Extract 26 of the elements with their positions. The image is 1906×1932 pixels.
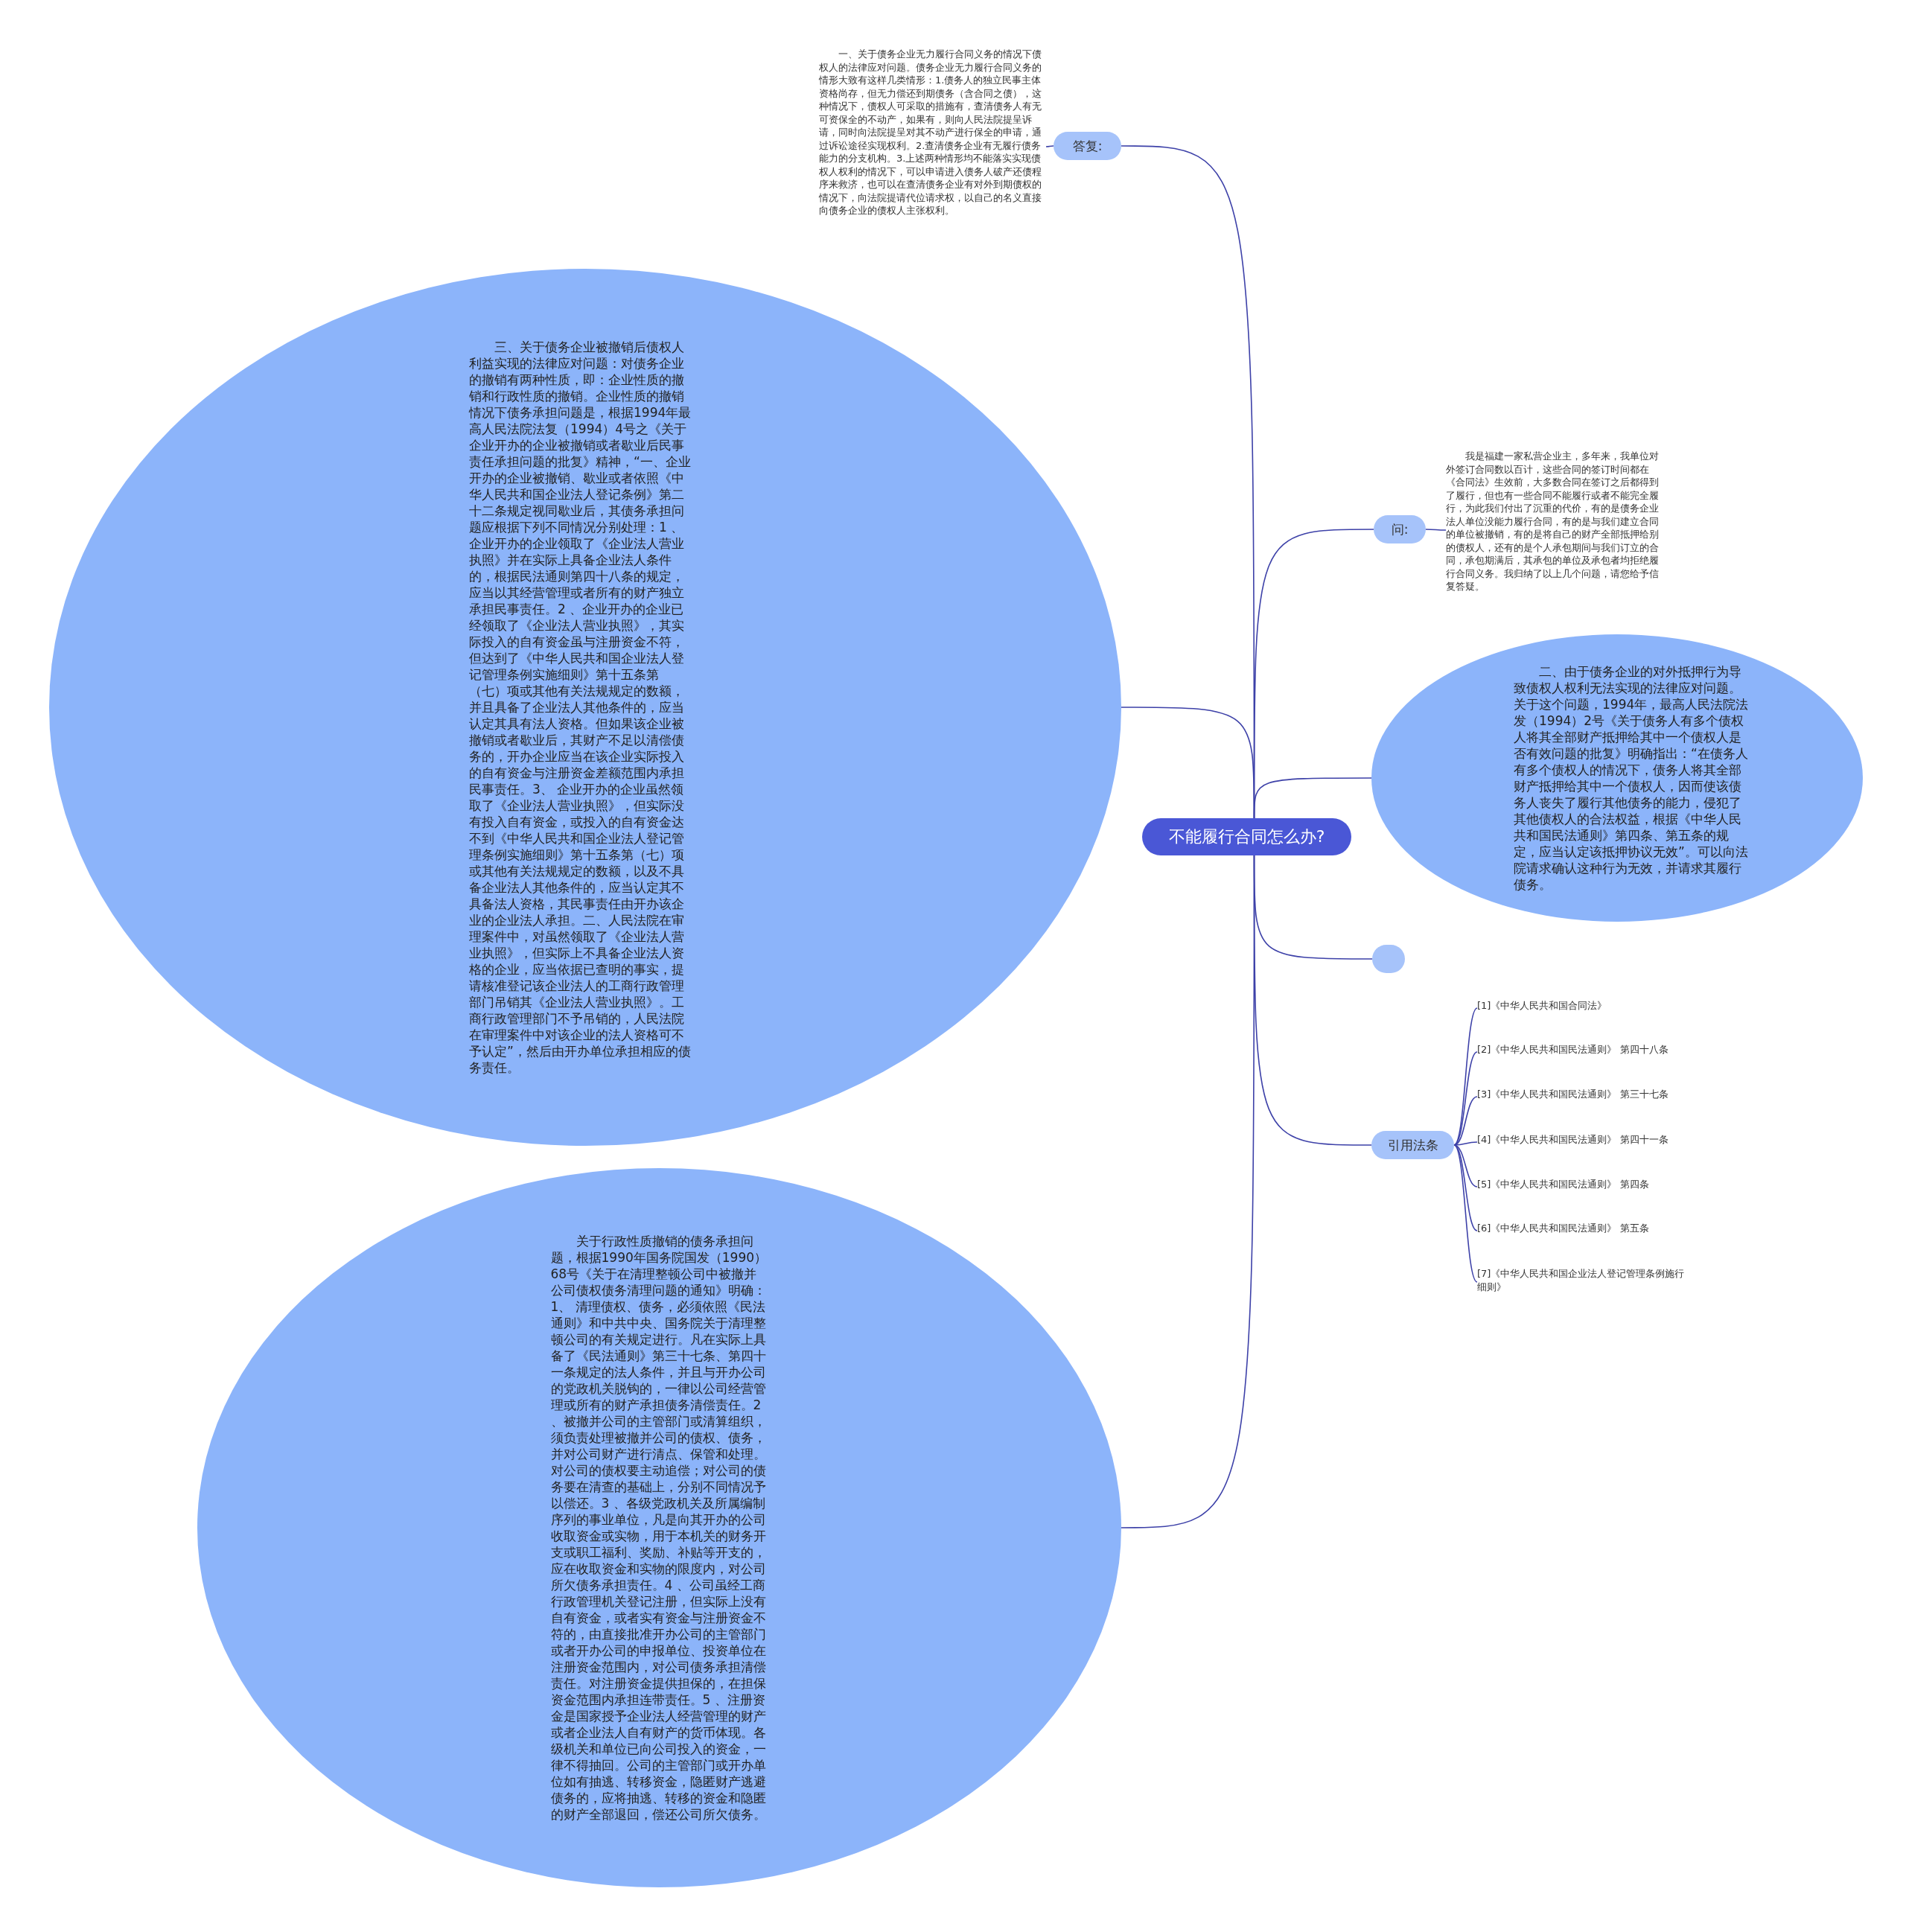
connector-line <box>1253 855 1372 1146</box>
topic-text: 二、由于债务企业的对外抵押行为导致债权人权利无法实现的法律应对问题。关于这个问题，1994年，最高人民法院法发（1994）2号《关于债务人有多个债权人将其全部财产抵押给其中一个债权人是否有效问题的批复》明确指出：“在债务人有多个债权人的情况下，债务人将其全部财产抵押给其中一个债权人，因而使该债务人丧失了履行其他债务的能力，侵犯了其他债权人的合法权益，根据《中华人民共和国民法通则》第四条、第五条的规定，应当认定该抵押协议无效”。可以向法院请求确认这种行为无效，并请求其履行债务。 <box>1514 663 1750 893</box>
connector-line <box>1425 529 1447 531</box>
empty-topic-pill <box>1372 945 1405 973</box>
topic-text: 关于行政性质撤销的债务承担问题，根据1990年国务院国发（1990）68号《关于在清理整顿公司中被撤并公司债权债务清理问题的通知》明确：1、 清理债权、债务，必须依照《民法通则》和中共中央、国务院关于清理整顿公司的有关规定进行。凡在实际上具备了《民法通则》第三十七条、第四十一条规定的法人条件，并且与开办公司的党政机关脱钩的，一律以公司经营管理或所有的财产承担债务清偿责任。2 、被撤并公司的主管部门或清算组织，须负责处理被撤并公司的债权、债务，并对公司财产进行清点、保管和处理。对公司的债权要主动追偿；对公司的债务要在清查的基础上，分别不同情况予以偿还。3 、各级党政机关及所属编制序列的事业单位，凡是向其开办的公司收取资金或实物，用于本机关的财务开支或职工福利、奖励、补贴等开支的，应在收取资金和实物的限度内，对公司所欠债务承担责任。4 、公司虽经工商行政管理机关登记注册，但实际上没有自有资金，或者实有资金与注册资金不符的，由直接批准开办公司的主管部门或者开办公司的申报单位、投资单位在注册资金范围内，对公司债务承担清偿责任。对注册资金提供担保的，在担保资金范围内承担连带责任。5 、注册资金是国家授予企业法人经营管理的财产或者企业法人自有财产的货币体现。各级机关和单位已向公司投入的资金，一律不得抽回。公司的主管部门或开办单位如有抽逃、转移资金，隐匿财产逃避债务的，应将抽逃、转移的资金和隐匿的财产全部退回，偿还公司所欠债务。 <box>550 1233 768 1823</box>
connector-line <box>1453 1144 1478 1187</box>
central-topic: 不能履行合同怎么办? <box>1142 818 1351 855</box>
connector-line <box>1453 1051 1478 1146</box>
connector-line <box>1045 145 1054 147</box>
note-text: [3]《中华人民共和国民法通则》 第三十七条 <box>1477 1088 1693 1106</box>
note-text: [4]《中华人民共和国民法通则》 第四十一条 <box>1477 1133 1693 1151</box>
topic-text: 三、关于债务企业被撤销后债权人利益实现的法律应对问题：对债务企业的撤销有两种性质，即：企业性质的撤销和行政性质的撤销。企业性质的撤销情况下债务承担问题是，根据1994年最高人民法院法复（1994）4号之《关于企业开办的企业被撤销或者歇业后民事责任承担问题的批复》精神，“一、企业开办的企业被撤销、歇业或者依照《中华人民共和国企业法人登记条例》第二十二条规定视同歇业后，其债务承担问题应根据下列不同情况分别处理：1 、企业开办的企业领取了《企业法人营业执照》并在实际上具备企业法人条件的，根据民法通则第四十八条的规定，应当以其经营管理或者所有的财产独立承担民事责任。2 、企业开办的企业已经领取了《企业法人营业执照》，其实际投入的自有资金虽与注册资金不符，但达到了《中华人民共和国企业法人登记管理条例实施细则》第十五条第（七）项或其他有关法规规定的数额，并且具备了企业法人其他条件的，应当认定其具有法人资格。但如果该企业被撤销或者歇业后，其财产不足以清偿债务的，开办企业应当在该企业实际投入的自有资金与注册资金差额范围内承担民事责任。3、 企业开办的企业虽然领取了《企业法人营业执照》，但实际没有投入自有资金，或投入的自有资金达不到《中华人民共和国企业法人登记管理条例实施细则》第十五条第（七）项或其他有关法规规定的数额，以及不具备企业法人其他条件的，应当认定其不具备法人资格，其民事责任由开办该企业的企业法人承担。二、人民法院在审理案件中，对虽然领取了《企业法人营业执照》，但实际上不具备企业法人资格的企业，应当依据已查明的事实，提请核准登记该企业法人的工商行政管理部门吊销其《企业法人营业执照》。工商行政管理部门不予吊销的，人民法院在审理案件中对该企业的法人资格可不予认定”，然后由开办单位承担相应的债务责任。 <box>469 339 692 1076</box>
note-text: [7]《中华人民共和国企业法人登记管理条例施行细则》 <box>1477 1267 1693 1297</box>
topic-pill: 引用法条 <box>1371 1131 1454 1159</box>
note-text: [2]《中华人民共和国民法通则》 第四十八条 <box>1477 1043 1693 1061</box>
topic-pill: 问: <box>1374 515 1426 543</box>
note-text: [1]《中华人民共和国合同法》 <box>1477 999 1693 1017</box>
connector-line <box>1253 777 1372 819</box>
note-text: [6]《中华人民共和国民法通则》 第五条 <box>1477 1222 1693 1240</box>
connector-line <box>1453 1144 1478 1283</box>
note-text: 我是福建一家私营企业主，多年来，我单位对外签订合同数以百计，这些合同的签订时间都在《合同法》生效前，大多数合同在签订之后都得到了履行，但也有一些合同不能履行或者不能完全履行，为此我们付出了沉重的代价，有的是债务企业法人单位没能力履行合同，有的是与我们建立合同的单位被撤销，有的是将自己的财产全部抵押给别的债权人，还有的是个人承包期间与我们订立的合同，承包期满后，其承包的单位及承包者均拒绝履行合同义务。我归纳了以上几个问题，请您给予信复答疑。 <box>1446 450 1663 610</box>
topic-pill: 答复: <box>1054 132 1121 160</box>
note-text: 一、关于债务企业无力履行合同义务的情况下债权人的法律应对问题。债务企业无力履行合同义务的情形大致有这样几类情形：1.债务人的独立民事主体资格尚存，但无力偿还到期债务（含合同之债），这种情况下，债权人可采取的措施有，查清债务人有无可资保全的不动产，如果有，则向人民法院提呈诉请，同时向法院提呈对其不动产进行保全的申请，通过诉讼途径实现权利。2.查清债务企业有无履行债务能力的分支机构。3.上述两种情形均不能落实实现债权人权利的情况下，可以申请进入债务人破产还债程序来救济，也可以在查清债务企业有对外到期债权的情况下，向法院提请代位请求权，以自己的名义直接向债务企业的债权人主张权利。 <box>819 48 1046 246</box>
connector-line <box>1453 1007 1478 1146</box>
connector-line <box>1453 1144 1478 1231</box>
note-text: [5]《中华人民共和国民法通则》 第四条 <box>1477 1178 1693 1196</box>
